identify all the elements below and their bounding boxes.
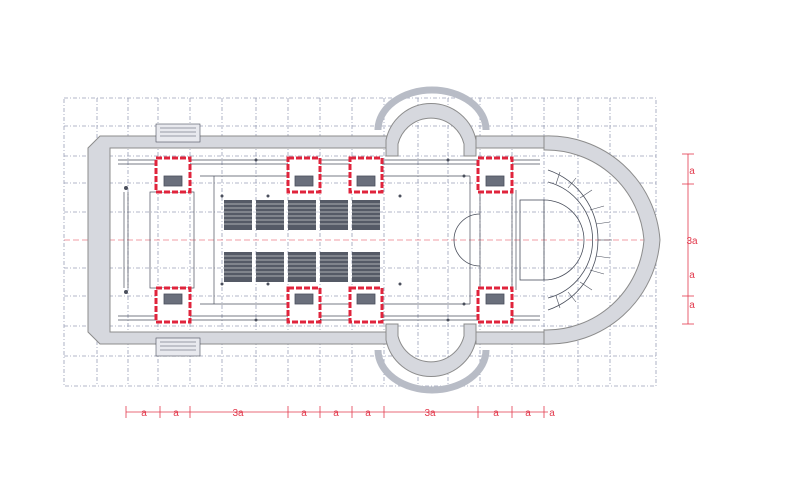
dimension-label: a	[689, 300, 695, 311]
dimension-label: a	[141, 408, 147, 419]
entrance-stairs	[155, 123, 201, 357]
pew-block	[256, 200, 284, 230]
pier-group	[154, 156, 514, 324]
north-apse	[374, 86, 490, 131]
pew-block	[320, 200, 348, 230]
pier-tower	[154, 156, 192, 194]
dimension-label: 3a	[232, 408, 244, 419]
pew-block	[288, 252, 316, 282]
pew-block	[256, 252, 284, 282]
dimension-label: a	[493, 408, 499, 419]
dimension-label: a	[689, 166, 695, 177]
dimension-label: 3a	[424, 408, 436, 419]
pew-block	[320, 252, 348, 282]
pier-tower	[348, 286, 384, 324]
seating-area	[224, 200, 380, 282]
pier-tower	[286, 286, 322, 324]
dimension-label: a	[549, 408, 555, 419]
pew-block	[352, 252, 380, 282]
pew-block	[288, 200, 316, 230]
pier-tower	[476, 156, 514, 194]
pier-stairs	[163, 175, 505, 305]
dimension-label: 3a	[686, 236, 698, 247]
outer-wall	[87, 103, 661, 377]
pier-tower	[286, 156, 322, 194]
dimension-label: a	[689, 270, 695, 281]
pier-tower	[348, 156, 384, 194]
pew-block	[224, 252, 252, 282]
pew-block	[224, 200, 252, 230]
spiral-stair	[555, 171, 612, 309]
right-dimension-line: a 3a a a	[682, 153, 698, 325]
dimension-label: a	[173, 408, 179, 419]
dimension-label: a	[301, 408, 307, 419]
dimension-label: a	[333, 408, 339, 419]
dimension-label: a	[525, 408, 531, 419]
column-dots	[124, 158, 466, 322]
pew-lines	[224, 203, 380, 277]
pew-block	[352, 200, 380, 230]
dimension-label: a	[365, 408, 371, 419]
south-apse	[374, 349, 490, 394]
bottom-dimension-line: a a 3a a a a 3a a a a	[125, 406, 555, 419]
pier-tower	[476, 286, 514, 324]
pier-tower	[154, 286, 192, 324]
